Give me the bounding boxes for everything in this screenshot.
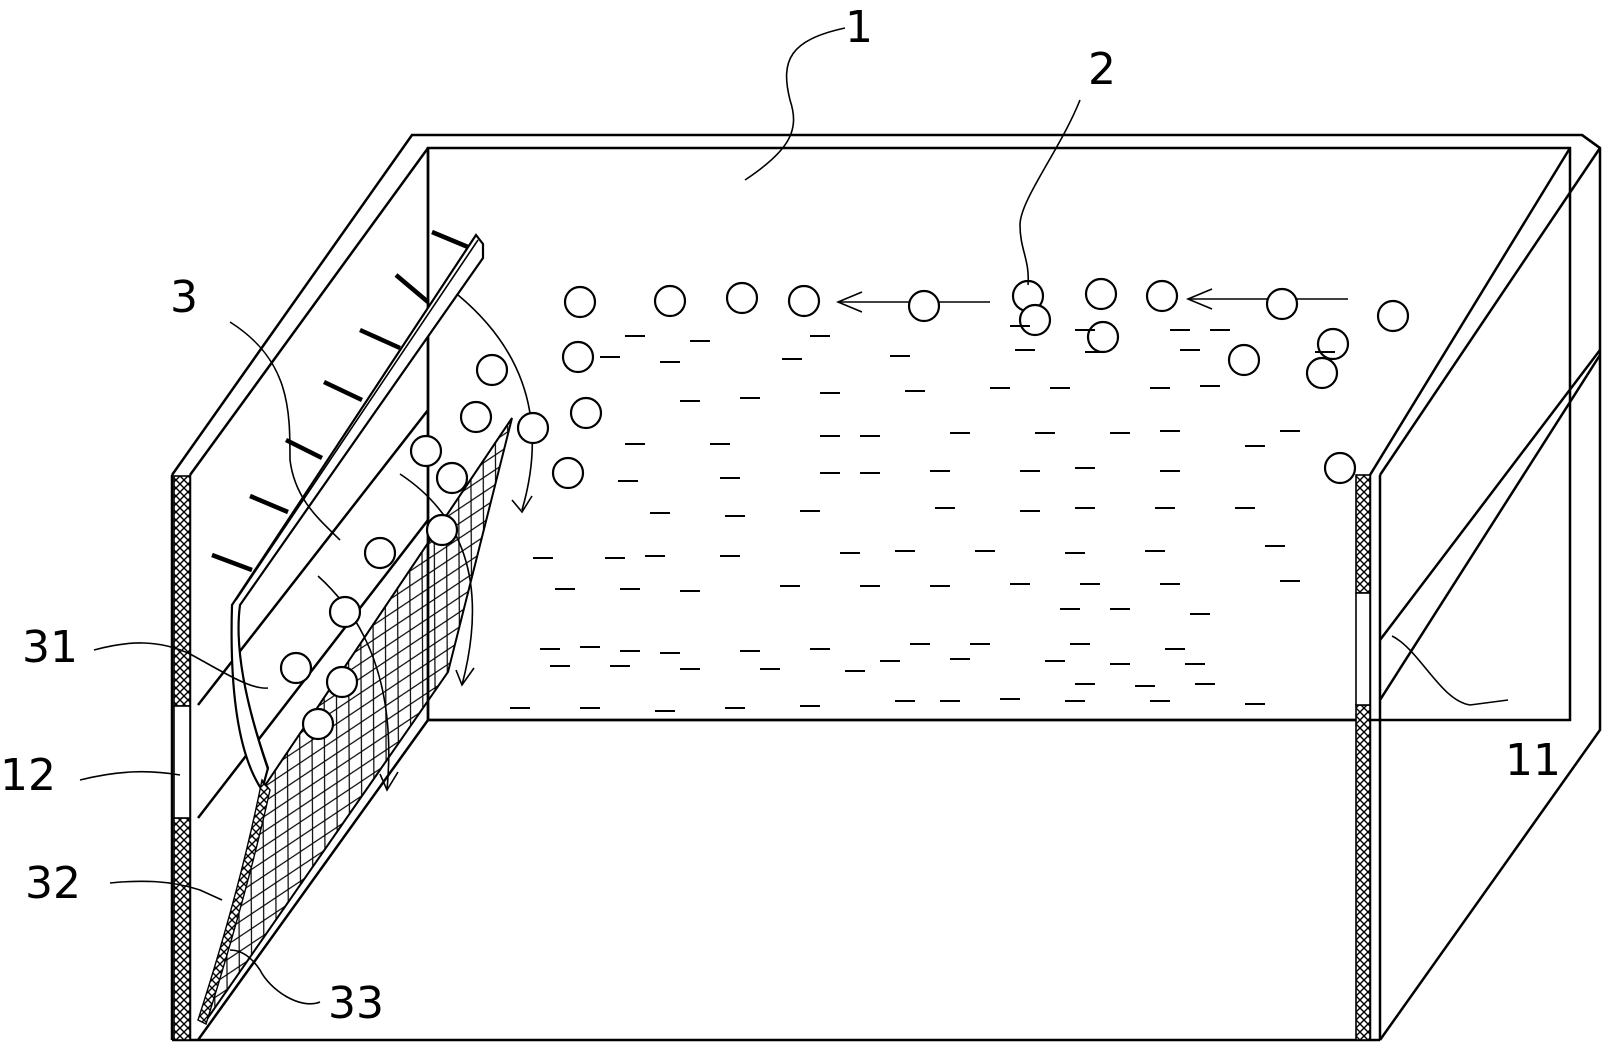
tank-back-wall — [426, 146, 1572, 722]
leader-baffle-upper — [93, 642, 269, 689]
label-baffle-upper: 31 — [22, 622, 78, 673]
leader-bubbles — [1019, 99, 1081, 286]
inlet-port — [1355, 592, 1371, 706]
mesh-edge-strip — [197, 778, 271, 1025]
label-outlet: 12 — [0, 750, 56, 801]
water-surface-dashes — [510, 325, 1335, 712]
bubbles — [279, 277, 1410, 741]
leader-tank — [744, 27, 846, 181]
leader-lines — [79, 27, 1509, 1005]
support-ribs — [211, 229, 481, 573]
flow-arrows — [317, 294, 534, 792]
right-hatched-wall — [1355, 474, 1371, 1041]
outlet-port — [173, 705, 191, 819]
label-bubbles: 2 — [1088, 44, 1116, 95]
tank-right-side — [1378, 133, 1602, 1041]
leader-mesh-panel — [109, 880, 223, 901]
leader-inlet — [1391, 635, 1509, 706]
label-mesh-panel: 32 — [25, 858, 81, 909]
tank-outline — [170, 133, 1602, 1042]
label-mesh-edge: 33 — [328, 978, 384, 1029]
label-baffle: 3 — [170, 272, 198, 323]
leader-mesh-edge — [229, 949, 321, 1005]
leader-outlet — [79, 770, 181, 781]
leader-baffle — [229, 321, 341, 541]
label-tank: 1 — [845, 2, 873, 53]
label-inlet: 11 — [1505, 735, 1561, 786]
